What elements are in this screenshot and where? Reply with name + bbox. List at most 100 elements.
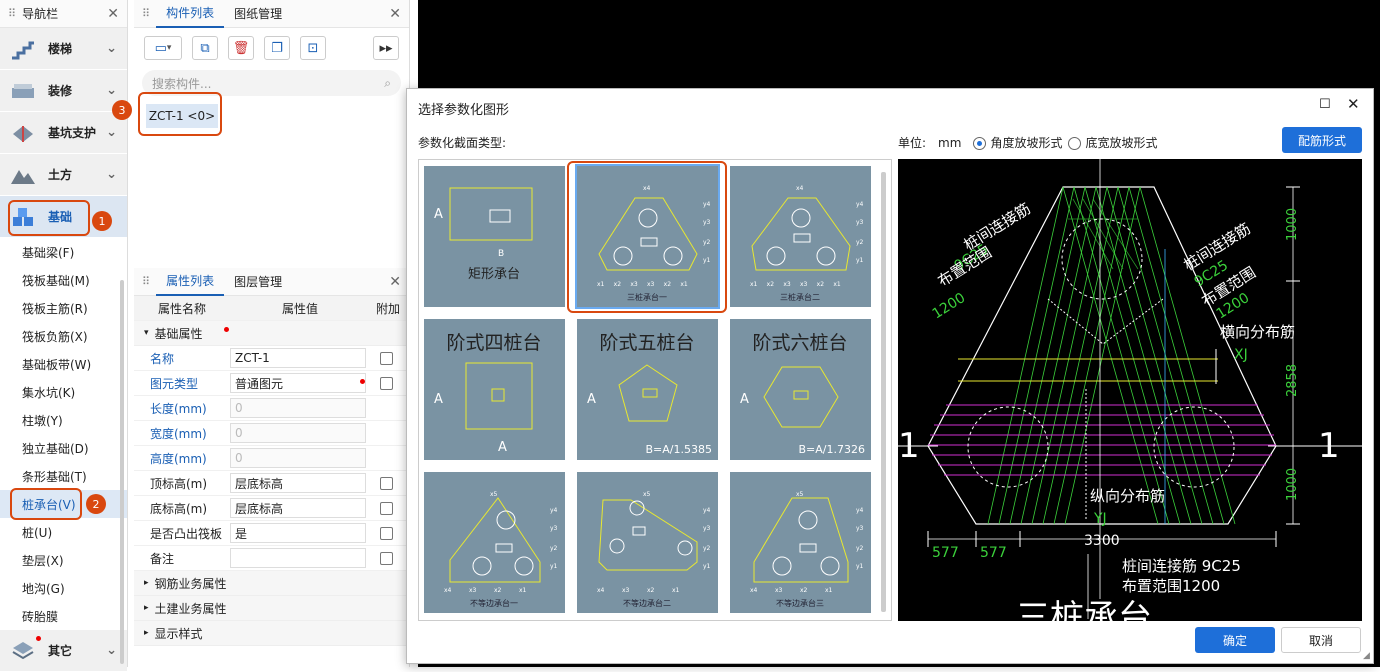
nav-item-brick-mold[interactable]: 砖胎膜 bbox=[22, 609, 59, 624]
close-icon[interactable]: ✕ bbox=[1347, 95, 1360, 113]
component-item[interactable]: ZCT-1 <0> bbox=[146, 104, 218, 128]
radio-angle-slope[interactable]: 角度放坡形式 bbox=[973, 134, 1062, 151]
search-input[interactable]: 搜索构件... ⌕ bbox=[142, 70, 401, 96]
grid-scrollbar[interactable] bbox=[881, 172, 886, 612]
group-civil-props[interactable]: ▸ 土建业务属性 bbox=[134, 596, 409, 621]
nav-item-raft-neg-rebar[interactable]: 筏板负筋(X) bbox=[22, 329, 88, 344]
search-icon[interactable]: ⌕ bbox=[384, 75, 391, 90]
close-icon[interactable]: ✕ bbox=[389, 5, 401, 22]
collapse-icon[interactable]: ▾ bbox=[144, 328, 149, 338]
thumb-dim: x2 bbox=[494, 587, 502, 594]
prop-value-input[interactable]: 层底标高 bbox=[230, 473, 366, 493]
nav-item-foundation-beam[interactable]: 基础梁(F) bbox=[22, 245, 75, 260]
nav-scrollbar[interactable] bbox=[120, 280, 124, 664]
thumb-title: 不等边承台一 bbox=[470, 598, 518, 608]
nav-item-strip-footing[interactable]: 条形基础(T) bbox=[22, 469, 87, 484]
prop-checkbox[interactable] bbox=[380, 551, 393, 565]
prop-checkbox[interactable] bbox=[380, 376, 393, 390]
copy-button[interactable]: ⧉ bbox=[192, 36, 218, 60]
nav-category-label: 土方 bbox=[48, 168, 73, 182]
grip-icon[interactable]: ⠿ bbox=[142, 275, 151, 288]
chevron-down-icon[interactable]: ⌄ bbox=[106, 643, 117, 658]
thumb-dim: y3 bbox=[703, 219, 711, 226]
grip-icon[interactable]: ⠿ bbox=[8, 7, 17, 20]
properties-header: ⠿ 属性列表 图层管理 ✕ bbox=[134, 268, 409, 296]
expand-icon[interactable]: ▸ bbox=[144, 603, 149, 613]
nav-item-isolated-footing[interactable]: 独立基础(D) bbox=[22, 441, 89, 456]
expand-icon[interactable]: ▸ bbox=[144, 628, 149, 638]
nav-item-foundation-strip[interactable]: 基础板带(W) bbox=[22, 357, 92, 372]
nav-item-sump-pit[interactable]: 集水坑(K) bbox=[22, 385, 76, 400]
prop-value-input[interactable]: 普通图元 bbox=[230, 373, 366, 393]
close-icon[interactable]: ✕ bbox=[389, 273, 401, 290]
nav-category-decoration[interactable]: 装修 ⌄ bbox=[0, 70, 127, 112]
delete-icon[interactable]: 🗑 bbox=[228, 36, 254, 60]
close-icon[interactable]: ✕ bbox=[107, 5, 119, 22]
prop-value-input[interactable]: 层底标高 bbox=[230, 498, 366, 518]
prop-value-input[interactable]: 是 bbox=[230, 523, 366, 543]
nav-category-stairs[interactable]: 楼梯 ⌄ bbox=[0, 28, 127, 70]
radio-selected-icon[interactable] bbox=[973, 137, 987, 150]
prop-name: 备注 bbox=[150, 551, 175, 566]
more-button[interactable]: ▸▸ bbox=[373, 36, 399, 60]
prop-value-input[interactable]: 0 bbox=[230, 448, 366, 468]
group-rebar-props[interactable]: ▸钢筋业务属性 bbox=[134, 571, 409, 596]
prop-value-input[interactable]: 0 bbox=[230, 423, 366, 443]
chevron-down-icon[interactable]: ⌄ bbox=[106, 41, 117, 56]
nav-category-earthwork[interactable]: 土方 ⌄ bbox=[0, 154, 127, 196]
prop-checkbox[interactable] bbox=[380, 476, 393, 490]
resize-grip-icon[interactable]: ◢ bbox=[1363, 651, 1370, 661]
cancel-button[interactable]: 取消 bbox=[1281, 627, 1361, 653]
notification-dot bbox=[360, 379, 365, 384]
duplicate-button[interactable]: ❐ bbox=[264, 36, 290, 60]
prop-checkbox[interactable] bbox=[380, 351, 393, 365]
ok-button[interactable]: 确定 bbox=[1195, 627, 1275, 653]
group-display-style[interactable]: ▸显示样式 bbox=[134, 621, 409, 646]
tab-component-list[interactable]: 构件列表 bbox=[156, 0, 225, 28]
tab-property-list[interactable]: 属性列表 bbox=[156, 268, 225, 296]
prop-checkbox[interactable] bbox=[380, 501, 393, 515]
radio-icon[interactable] bbox=[1068, 137, 1082, 150]
group-foundation-props[interactable]: ▾ 基础属性 bbox=[134, 321, 409, 346]
tab-layer-management[interactable]: 图层管理 bbox=[234, 275, 283, 289]
preview-label: XJ bbox=[1234, 347, 1248, 363]
group-label: 土建业务属性 bbox=[154, 601, 227, 616]
prop-checkbox[interactable] bbox=[380, 526, 393, 540]
thumb-dim: y2 bbox=[856, 239, 864, 246]
nav-item-trench[interactable]: 地沟(G) bbox=[22, 581, 65, 596]
maximize-icon[interactable]: ☐ bbox=[1319, 97, 1331, 112]
chevron-down-icon[interactable]: ⌄ bbox=[106, 167, 117, 182]
prop-value-input[interactable]: ZCT-1 bbox=[230, 348, 366, 368]
col-header-name: 属性名称 bbox=[158, 301, 207, 316]
nav-item-column-pier[interactable]: 柱墩(Y) bbox=[22, 413, 63, 428]
grip-icon[interactable]: ⠿ bbox=[142, 7, 151, 20]
nav-item-pile[interactable]: 桩(U) bbox=[22, 525, 53, 540]
nav-item-raft-foundation[interactable]: 筏板基础(M) bbox=[22, 273, 90, 288]
new-component-button[interactable]: ▭▾ bbox=[144, 36, 182, 60]
nav-category-pit-support[interactable]: 基坑支护 ⌄ bbox=[0, 112, 127, 154]
prop-value-input[interactable]: 0 bbox=[230, 398, 366, 418]
thumb-dim: x4 bbox=[444, 587, 452, 594]
nav-category-other[interactable]: 其它 ⌄ bbox=[0, 630, 127, 672]
chevron-down-icon[interactable]: ⌄ bbox=[106, 125, 117, 140]
nav-item-raft-main-rebar[interactable]: 筏板主筋(R) bbox=[22, 301, 88, 316]
rebar-form-button[interactable]: 配筋形式 bbox=[1282, 127, 1362, 153]
nav-item-cushion[interactable]: 垫层(X) bbox=[22, 553, 64, 568]
radio-bottom-width-slope[interactable]: 底宽放坡形式 bbox=[1068, 134, 1157, 151]
tab-drawing-management[interactable]: 图纸管理 bbox=[234, 7, 283, 21]
thumb-dim: x3 bbox=[783, 281, 791, 288]
prop-value-input[interactable] bbox=[230, 548, 366, 568]
chevron-down-icon[interactable]: ⌄ bbox=[106, 83, 117, 98]
expand-icon[interactable]: ▸ bbox=[144, 578, 149, 588]
import-button[interactable]: ⊡ bbox=[300, 36, 326, 60]
